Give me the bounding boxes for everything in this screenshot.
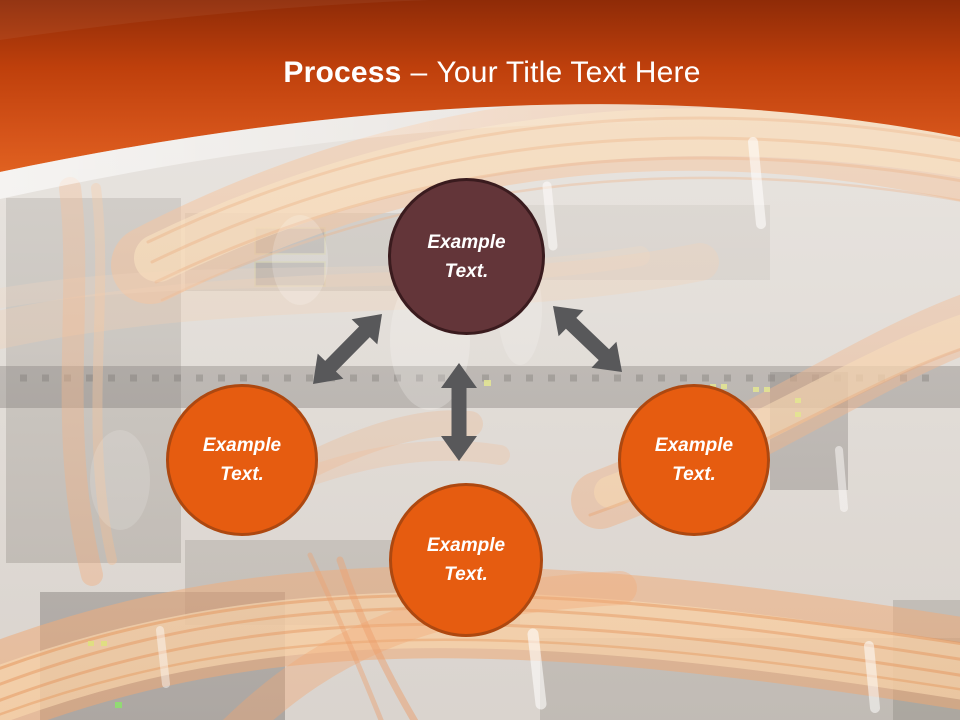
title-rest: Your Title Text Here (436, 56, 701, 89)
node-top: Example Text. (388, 178, 545, 335)
node-bottom: Example Text. (389, 483, 543, 637)
header-swoosh (0, 104, 960, 199)
node-label: Example Text. (654, 435, 734, 485)
node-label: Example Text. (426, 535, 506, 585)
node-right: Example Text. (618, 384, 770, 536)
node-left: Example Text. (166, 384, 318, 536)
header-band (0, 0, 960, 199)
slide-title: Process–Your Title Text Here (12, 54, 960, 92)
title-separator: – (410, 56, 428, 89)
header-sheen (0, 0, 430, 40)
header-shape (0, 0, 960, 172)
double-arrow-right-icon (553, 306, 622, 372)
double-arrow-vertical-icon (441, 363, 477, 461)
node-label: Example Text. (427, 231, 506, 282)
title-emphasis: Process (283, 56, 402, 89)
double-arrow-left-icon (313, 314, 382, 384)
node-label: Example Text. (202, 435, 282, 485)
